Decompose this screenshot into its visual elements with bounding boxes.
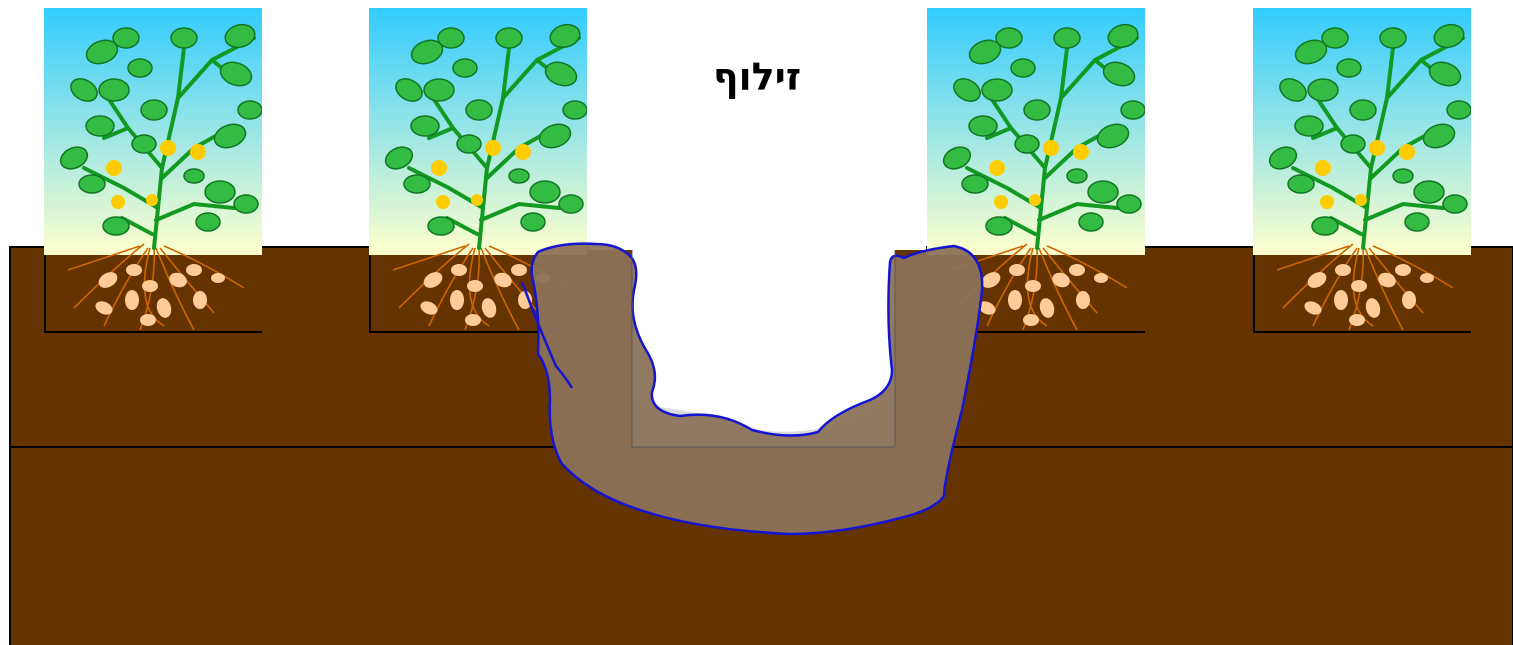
- diagram-title: זילוף: [713, 55, 801, 99]
- potato-plant-icon: [44, 8, 262, 333]
- potato-plant-icon: [1253, 8, 1471, 333]
- furrow-opening: [588, 0, 926, 248]
